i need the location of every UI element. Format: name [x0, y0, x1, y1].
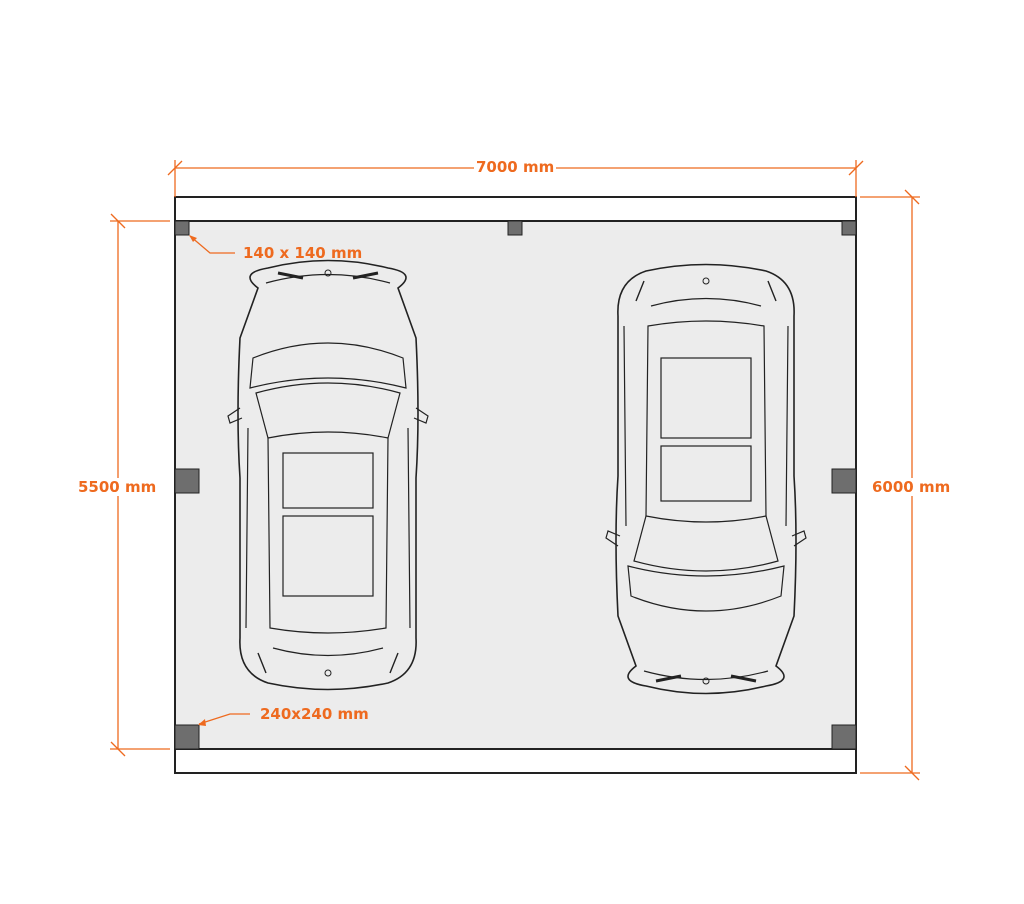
- left-depth-label: 5500 mm: [76, 478, 159, 496]
- post-large-middle-left: [174, 468, 200, 494]
- post-small-top-middle: [507, 220, 523, 236]
- right-depth-label: 6000 mm: [870, 478, 953, 496]
- post-small-top-right: [841, 220, 857, 236]
- post-large-middle-right: [831, 468, 857, 494]
- post-large-bottom-right: [831, 724, 857, 750]
- large-post-leader: [198, 713, 250, 725]
- small-post-label: 140 x 140 mm: [243, 244, 363, 262]
- post-small-top-left: [174, 220, 190, 236]
- post-large-bottom-left: [174, 724, 200, 750]
- floor-area: [174, 220, 857, 750]
- width-label: 7000 mm: [474, 158, 557, 176]
- small-post-leader: [189, 235, 235, 254]
- large-post-label: 240x240 mm: [260, 705, 369, 723]
